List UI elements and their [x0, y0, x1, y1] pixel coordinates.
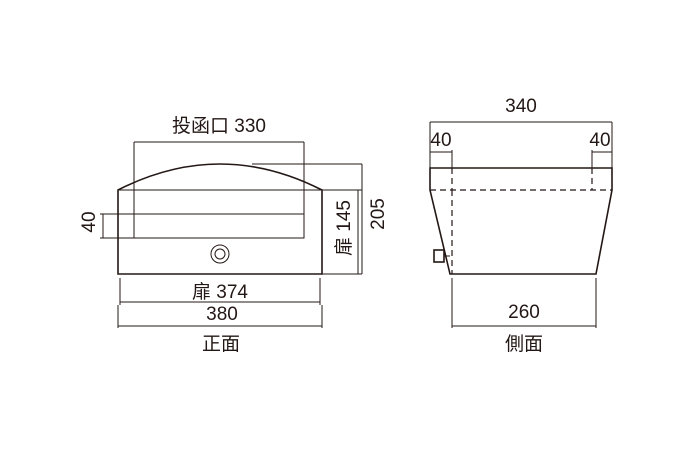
- door-height-label: 扉 145: [333, 200, 355, 256]
- left-offset-label: 40: [79, 211, 100, 232]
- left-overhang-label: 40: [430, 130, 451, 151]
- total-width-label: 380: [206, 304, 238, 325]
- side-view: 340 40 40 260 側面: [429, 96, 613, 355]
- top-width-label: 340: [505, 96, 537, 117]
- lock-outer-icon: [210, 244, 230, 264]
- lock-inner-icon: [214, 248, 226, 260]
- side-view-caption: 側面: [505, 333, 543, 355]
- right-overhang-label: 40: [589, 130, 610, 151]
- mail-slot: [133, 213, 305, 239]
- lock-knob-icon: [433, 249, 445, 263]
- front-view-caption: 正面: [202, 334, 240, 355]
- total-height-label: 205: [368, 198, 389, 230]
- side-body-outline: [429, 167, 613, 275]
- bottom-width-label: 260: [508, 302, 540, 323]
- front-body-outline: [117, 163, 323, 275]
- front-view: 投函口 330 40 扉 145 205 扉 374 380 正面: [79, 115, 389, 355]
- door-width-label: 扉 374: [192, 281, 248, 303]
- slot-width-label: 投函口 330: [172, 115, 266, 137]
